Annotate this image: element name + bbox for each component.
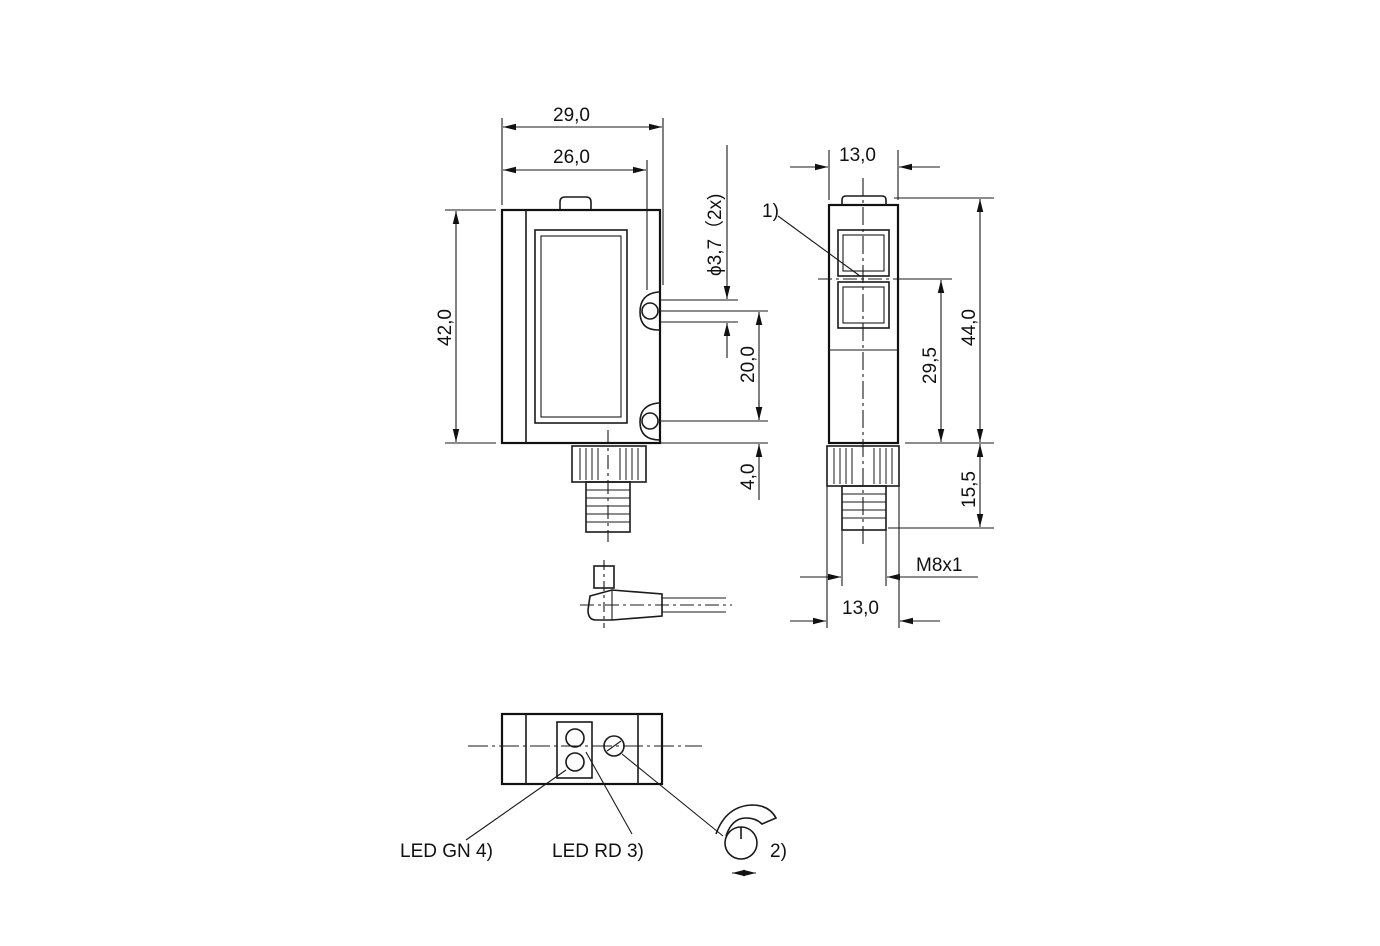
led-block [556, 721, 593, 779]
front-view: 29,0 26,0 42,0 ϕ3,7（2x) 20,0 4,0 [435, 105, 768, 628]
front-connector-nut [571, 445, 647, 483]
dim-height-front: 42,0 [435, 309, 456, 346]
top-view: LED GN 4) LED RD 3) 2) [400, 712, 787, 877]
dim-hole-pitch: 20,0 [738, 346, 759, 383]
dim-optical-axis: 29,5 [920, 347, 941, 384]
dim-width-inner: 26,0 [553, 147, 590, 168]
top-housing [500, 712, 664, 786]
adjustment-knob-icon [715, 804, 778, 877]
side-connector-body [841, 485, 887, 531]
front-housing [500, 208, 662, 445]
dim-connector-length: 15,5 [959, 471, 980, 508]
dim-hole-offset: 4,0 [738, 464, 759, 490]
note-ref-2: 2) [770, 841, 787, 862]
dim-width-outer: 29,0 [553, 105, 590, 126]
front-mount-ear-top [639, 291, 660, 331]
angled-cable-connector [580, 560, 732, 628]
led-red-label: LED RD 3) [552, 841, 644, 862]
led-green-icon [565, 752, 585, 772]
dim-height-side: 44,0 [959, 309, 980, 346]
dim-width-top: 13,0 [839, 145, 876, 166]
mount-hole-top [641, 302, 659, 320]
thread-label: M8x1 [916, 555, 962, 576]
led-red-icon [565, 728, 585, 748]
front-window [534, 229, 628, 424]
dim-width-bottom: 13,0 [842, 598, 879, 619]
side-view: 1) 13,0 44,0 29,5 15,5 [762, 145, 994, 628]
note-ref-1: 1) [762, 201, 779, 222]
front-mount-ear-bottom [639, 402, 661, 441]
potentiometer-icon [603, 735, 625, 757]
dim-hole-diameter: ϕ3,7（2x) [704, 194, 726, 276]
led-green-label: LED GN 4) [400, 841, 493, 862]
mount-hole-bottom [641, 412, 659, 430]
